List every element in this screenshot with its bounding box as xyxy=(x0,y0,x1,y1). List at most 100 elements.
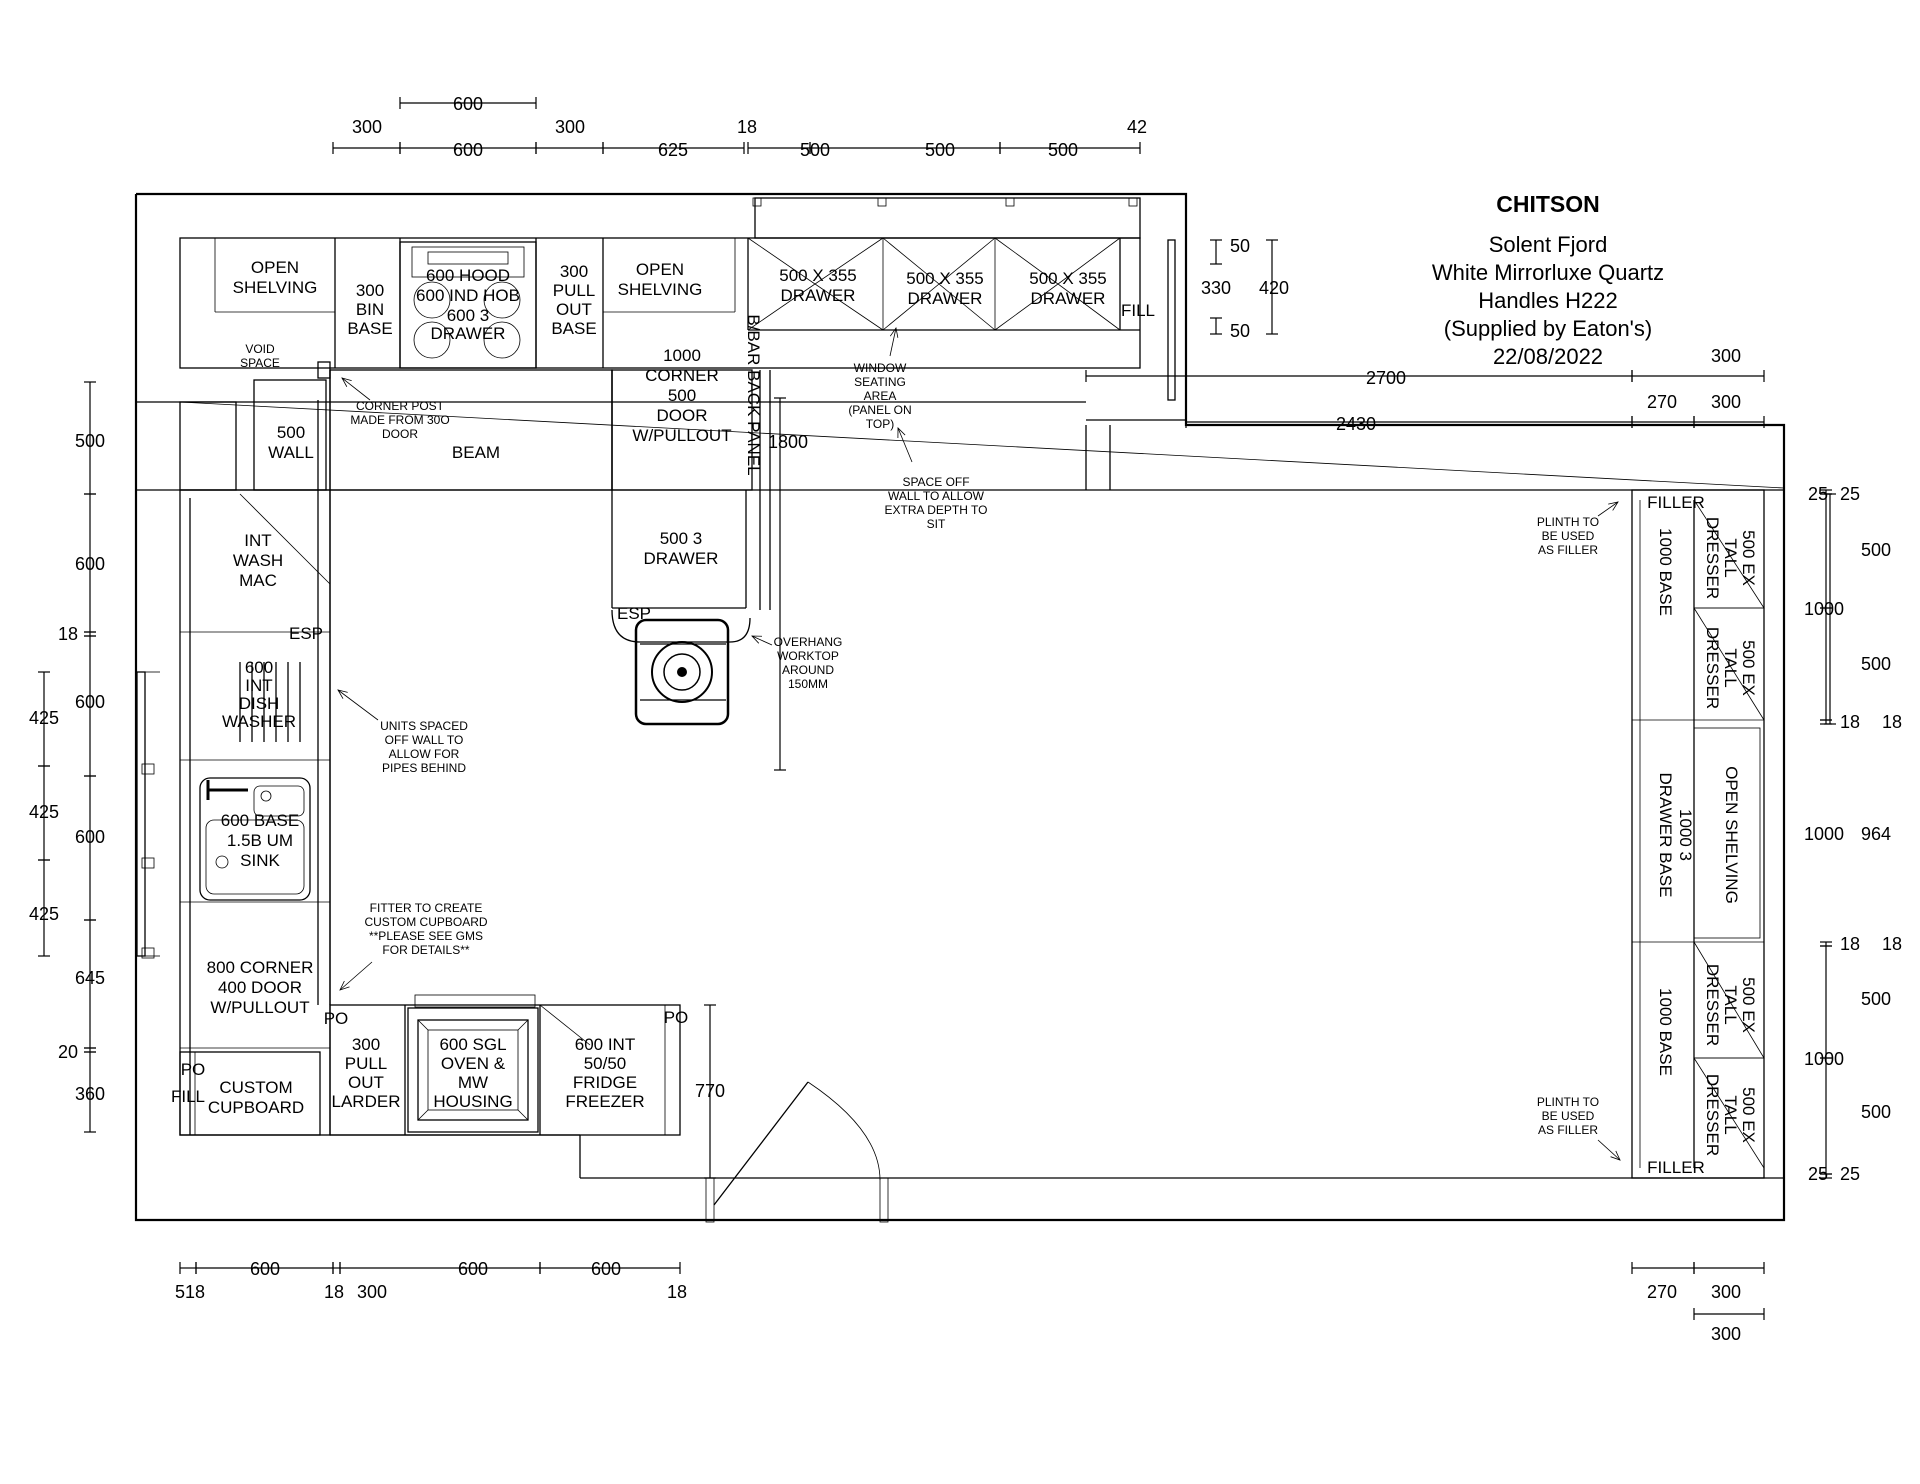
plinth-note-line: AS FILLER xyxy=(1538,1123,1598,1137)
right-run-units xyxy=(1631,489,1765,1179)
dimension-line xyxy=(1631,416,1695,428)
fridge-freezer-label-line: FREEZER xyxy=(565,1092,644,1111)
dimension-text: 18 xyxy=(1840,712,1860,732)
drawer-base-label-line: 1000 3 xyxy=(1676,809,1695,861)
dimension-line xyxy=(1824,493,1836,725)
leader-arrow xyxy=(897,427,913,463)
wash-mac-label-line: MAC xyxy=(239,571,277,590)
dimension-text: 300 xyxy=(352,117,382,137)
fridge-freezer-label-line: FRIDGE xyxy=(573,1073,637,1092)
dimension-text: 25 xyxy=(1840,484,1860,504)
dimension-text: 25 xyxy=(1808,1164,1828,1184)
drawer-500x355-label-line: DRAWER xyxy=(781,286,856,305)
leader-arrow xyxy=(751,635,773,646)
dimension-text: 645 xyxy=(75,968,105,988)
po-label: PO xyxy=(664,1008,689,1027)
base-1000-label: 1000 BASE xyxy=(1656,528,1675,616)
fill-label: FILL xyxy=(1121,301,1155,320)
dishwasher-label-line: DISH xyxy=(239,694,280,713)
hob-label: 600 IND HOB xyxy=(416,286,520,305)
dresser-label-line: DRESSER xyxy=(1703,517,1722,599)
overhang-note-line: OVERHANG xyxy=(774,635,843,649)
open-shelving-label-line: SHELVING xyxy=(618,280,703,299)
units-spaced-note-line: PIPES BEHIND xyxy=(382,761,466,775)
corner-1000-label-line: DOOR xyxy=(657,406,708,425)
dimension-text: 600 xyxy=(453,140,483,160)
bin-base-label-line: 300 xyxy=(356,281,384,300)
window-seating-note-line: TOP) xyxy=(866,417,894,431)
dresser-label-line: 500 EX xyxy=(1739,530,1758,586)
plinth-note-line: BE USED xyxy=(1542,529,1595,543)
dresser-label-line: 500 EX xyxy=(1739,1087,1758,1143)
oven-housing-label-line: 600 SGL xyxy=(439,1035,506,1054)
dimension-line xyxy=(539,1262,681,1274)
esp-label: ESP xyxy=(617,604,651,623)
client-name: CHITSON xyxy=(1496,191,1600,217)
wall-unit-label-line: WALL xyxy=(268,443,314,462)
po-label: PO xyxy=(181,1060,206,1079)
dimension-text: 1000 xyxy=(1804,824,1844,844)
drawing-date: 22/08/2022 xyxy=(1493,344,1603,369)
leader-arrow xyxy=(1597,1139,1621,1161)
corner-1000-label-line: 500 xyxy=(668,386,696,405)
dimension-text: 600 xyxy=(75,554,105,574)
corner-post-note-line: DOOR xyxy=(382,427,418,441)
dimension-line xyxy=(339,1262,541,1274)
dimension-text: 25 xyxy=(1840,1164,1860,1184)
left-run-units xyxy=(136,370,331,1136)
dimension-text: 600 xyxy=(75,692,105,712)
dimension-line xyxy=(1820,945,1832,1059)
leader-arrow xyxy=(339,961,373,991)
sink-base-label-line: 600 BASE xyxy=(221,811,299,830)
corner-1000-label-line: 1000 xyxy=(663,346,701,365)
dimension-line xyxy=(1266,239,1278,335)
dresser-label-line: DRESSER xyxy=(1703,964,1722,1046)
dimension-text: 50 xyxy=(1230,236,1250,256)
dimension-text: 600 xyxy=(250,1259,280,1279)
dimension-text: 20 xyxy=(58,1042,78,1062)
dimension-text: 2700 xyxy=(1366,368,1406,388)
drawer-500x355-label-line: DRAWER xyxy=(1031,289,1106,308)
corner-post-note-line: MADE FROM 30O xyxy=(350,413,449,427)
pullout-base-label-line: PULL xyxy=(553,281,596,300)
units-spaced-note-line: UNITS SPACED xyxy=(380,719,468,733)
open-shelving-label-line: OPEN xyxy=(251,258,299,277)
dresser-label-line: TALL xyxy=(1721,648,1740,687)
wash-mac-label-line: WASH xyxy=(233,551,283,570)
dimension-text: 330 xyxy=(1201,278,1231,298)
dimension-line xyxy=(84,775,96,921)
corner-800-label-line: W/PULLOUT xyxy=(210,998,309,1017)
dimension-line xyxy=(179,1262,197,1274)
dimension-line xyxy=(1631,370,1765,382)
oven-housing-label-line: MW xyxy=(458,1073,488,1092)
larder-label-line: OUT xyxy=(348,1073,384,1092)
worktop-spec: White Mirrorluxe Quartz xyxy=(1432,260,1664,285)
leader-arrow xyxy=(889,326,899,357)
drawer-500x355-label-line: 500 X 355 xyxy=(906,269,984,288)
dimension-text: 18 xyxy=(58,624,78,644)
drawer-label-line: DRAWER xyxy=(431,324,506,343)
dimension-line xyxy=(774,397,786,771)
supplier-note: (Supplied by Eaton's) xyxy=(1444,316,1652,341)
dimension-line xyxy=(38,859,50,957)
drawer-500x355-label-line: DRAWER xyxy=(908,289,983,308)
dimension-line xyxy=(809,142,1001,154)
void-space-label-line: VOID xyxy=(245,342,275,356)
corner-1000-label-line: CORNER xyxy=(645,366,719,385)
drawer-500x355-label-line: 500 X 355 xyxy=(1029,269,1107,288)
sink-base-label-line: SINK xyxy=(240,851,280,870)
open-shelving-label-line: SHELVING xyxy=(233,278,318,297)
dimension-text: 600 xyxy=(75,827,105,847)
dimension-text: 625 xyxy=(658,140,688,160)
dishwasher-label-line: INT xyxy=(245,676,272,695)
dimension-line xyxy=(1693,1308,1765,1320)
window-seating-note-line: AREA xyxy=(864,389,897,403)
fitter-note-line: FOR DETAILS** xyxy=(382,943,469,957)
dimension-text: 1000 xyxy=(1804,1049,1844,1069)
dimension-line xyxy=(84,1051,96,1133)
dimension-text: 500 xyxy=(1861,540,1891,560)
door-style: Solent Fjord xyxy=(1489,232,1608,257)
dresser-label-line: DRESSER xyxy=(1703,627,1722,709)
leader-arrow xyxy=(337,689,379,721)
